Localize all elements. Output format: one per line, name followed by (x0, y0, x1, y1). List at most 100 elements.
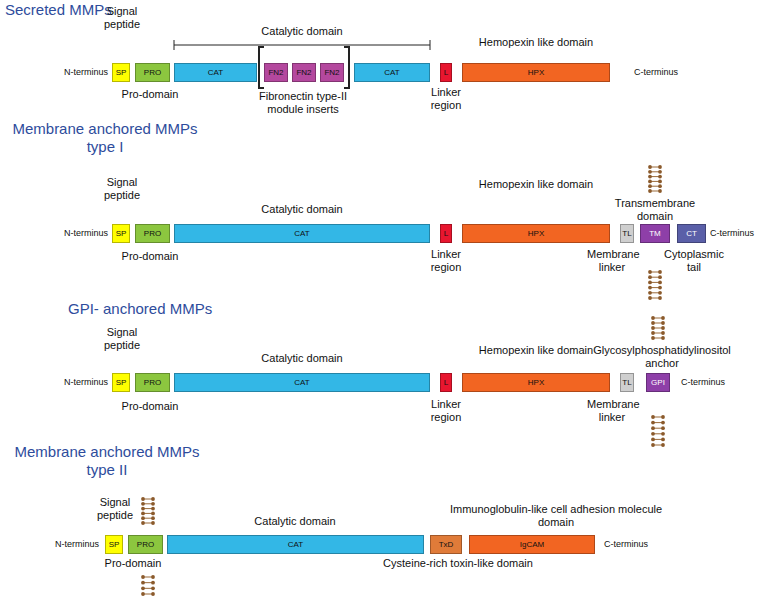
annotation-label: Membrane anchored MMPs type II (10, 443, 205, 479)
domain-box: CAT (174, 224, 430, 243)
annotation-label: Pro-domain (115, 250, 185, 263)
domain-label: IgCAM (520, 541, 544, 549)
annotation-label: Hemopexin like domain (476, 36, 596, 49)
domain-label: CT (686, 230, 697, 238)
domain-box: IgCAM (469, 535, 595, 554)
domain-box: GPI (646, 373, 670, 392)
annotation-label: Linker region (421, 86, 471, 112)
domain-label: PRO (144, 379, 161, 387)
membrane-icon (141, 497, 155, 525)
annotation-label: Immunoglobulin-like cell adhesion molecu… (434, 503, 679, 529)
domain-label: SP (116, 379, 127, 387)
domain-label: CAT (384, 69, 399, 77)
annotation-label: N-terminus (56, 228, 116, 239)
domain-box: PRO (135, 373, 170, 392)
annotation-label: N-terminus (49, 539, 105, 550)
membrane-icon (651, 316, 665, 340)
annotation-label: C-terminus (626, 67, 686, 78)
annotation-label: Membrane linker (587, 248, 637, 274)
annotation-label: C-terminus (710, 228, 754, 239)
annotation-label: Catalytic domain (242, 203, 362, 216)
domain-box: L (440, 224, 452, 243)
domain-label: CAT (208, 69, 223, 77)
membrane-icon (648, 270, 662, 300)
domain-box: FN2 (320, 63, 344, 82)
row-title: Secreted MMPs (5, 1, 112, 19)
annotation-label: Cytoplasmic tail (662, 248, 726, 274)
annotation-label: C-terminus (598, 539, 654, 550)
domain-box: PRO (135, 63, 170, 82)
annotation-label: N-terminus (56, 377, 116, 388)
domain-box: SP (112, 224, 130, 243)
domain-box: CAT (354, 63, 430, 82)
domain-box: PRO (135, 224, 170, 243)
annotation-label: Membrane anchored MMPs type I (8, 120, 203, 156)
domain-label: CAT (294, 230, 309, 238)
membrane-icon (651, 415, 665, 447)
membrane-icon (648, 165, 662, 193)
annotation-label: N-terminus (56, 67, 116, 78)
annotation-label: Catalytic domain (242, 352, 362, 365)
domain-box: TM (640, 224, 670, 243)
annotation-label: Signal peptide (90, 496, 140, 522)
annotation-label: Fibronectin type-II module inserts (248, 90, 358, 116)
catalytic-range-line (174, 40, 430, 50)
domain-label: CAT (294, 379, 309, 387)
domain-label: PRO (137, 541, 154, 549)
domain-label: HPX (528, 69, 544, 77)
domain-label: L (444, 230, 448, 238)
domain-box: TxD (430, 535, 462, 554)
domain-label: PRO (144, 69, 161, 77)
annotation-label: Signal peptide (97, 5, 147, 31)
domain-box: PRO (128, 535, 163, 554)
domain-box: HPX (462, 224, 610, 243)
annotation-label: Glycosylphosphatidylinositol anchor (582, 344, 742, 370)
annotation-label: C-terminus (678, 377, 728, 388)
domain-box: HPX (462, 373, 610, 392)
domain-label: TM (649, 230, 661, 238)
annotation-label: Cysteine-rich toxin-like domain (368, 557, 548, 570)
annotation-label: Linker region (421, 248, 471, 274)
annotation-label: Pro-domain (98, 557, 168, 570)
annotation-label: Pro-domain (115, 400, 185, 413)
annotation-label: Catalytic domain (235, 515, 355, 528)
domain-label: L (444, 379, 448, 387)
domain-box: SP (105, 535, 123, 554)
domain-box: HPX (462, 63, 610, 82)
domain-box: FN2 (264, 63, 288, 82)
domain-label: TL (622, 379, 631, 387)
domain-label: FN2 (324, 69, 339, 77)
domain-label: HPX (528, 379, 544, 387)
domain-label: FN2 (296, 69, 311, 77)
domain-label: PRO (144, 230, 161, 238)
annotation-label: Hemopexin like domain (476, 344, 596, 357)
domain-label: CAT (288, 541, 303, 549)
domain-box: SP (112, 373, 130, 392)
domain-label: SP (116, 230, 127, 238)
insert-bracket-right (344, 47, 349, 88)
annotation-label: Linker region (421, 398, 471, 424)
domain-box: TL (620, 373, 634, 392)
membrane-icon (141, 575, 155, 596)
domain-label: L (444, 69, 448, 77)
domain-box: L (440, 63, 452, 82)
annotation-label: Signal peptide (97, 326, 147, 352)
domain-label: HPX (528, 230, 544, 238)
domain-box: CAT (167, 535, 424, 554)
domain-box: FN2 (292, 63, 316, 82)
domain-box: CAT (174, 63, 257, 82)
domain-label: TL (622, 230, 631, 238)
domain-box: TL (620, 224, 634, 243)
annotation-label: Transmembrane domain (610, 197, 700, 223)
domain-box: L (440, 373, 452, 392)
domain-label: TxD (439, 541, 454, 549)
domain-label: SP (116, 69, 127, 77)
row-title: GPI- anchored MMPs (68, 300, 212, 318)
domain-box: CAT (174, 373, 430, 392)
annotation-label: Membrane linker (587, 398, 637, 424)
domain-label: GPI (651, 379, 665, 387)
domain-label: SP (109, 541, 120, 549)
domain-box: SP (112, 63, 130, 82)
domain-box: CT (677, 224, 706, 243)
annotation-label: Catalytic domain (242, 25, 362, 38)
